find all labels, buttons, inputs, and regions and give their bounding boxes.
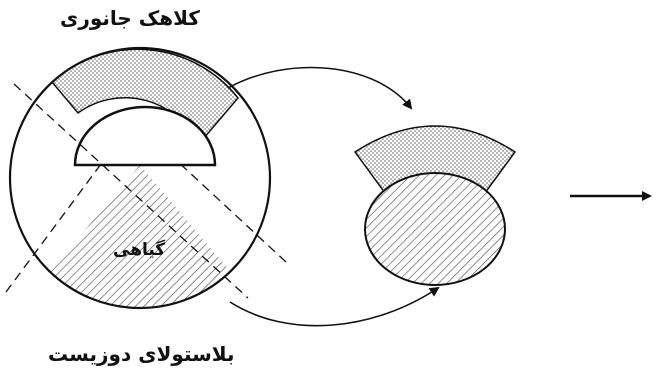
animal-cap-label: کلاهک جانوری	[60, 6, 200, 30]
outer-circle	[8, 46, 272, 310]
vegetal-explant	[364, 172, 506, 286]
vegetal-label: گیاهی	[113, 240, 166, 260]
arrow-vegetal-to-explant	[229, 286, 440, 327]
dashed-cut-line	[175, 159, 287, 263]
dashed-cut-line	[13, 83, 249, 299]
blastula-left	[5, 46, 287, 310]
arrow-cap-to-explant	[227, 66, 413, 110]
blastula-label: بلاستولای دوزیست	[48, 342, 235, 366]
recombinant-explant	[353, 125, 517, 286]
dashed-cut-line	[5, 159, 105, 293]
blastocoel	[73, 105, 217, 167]
